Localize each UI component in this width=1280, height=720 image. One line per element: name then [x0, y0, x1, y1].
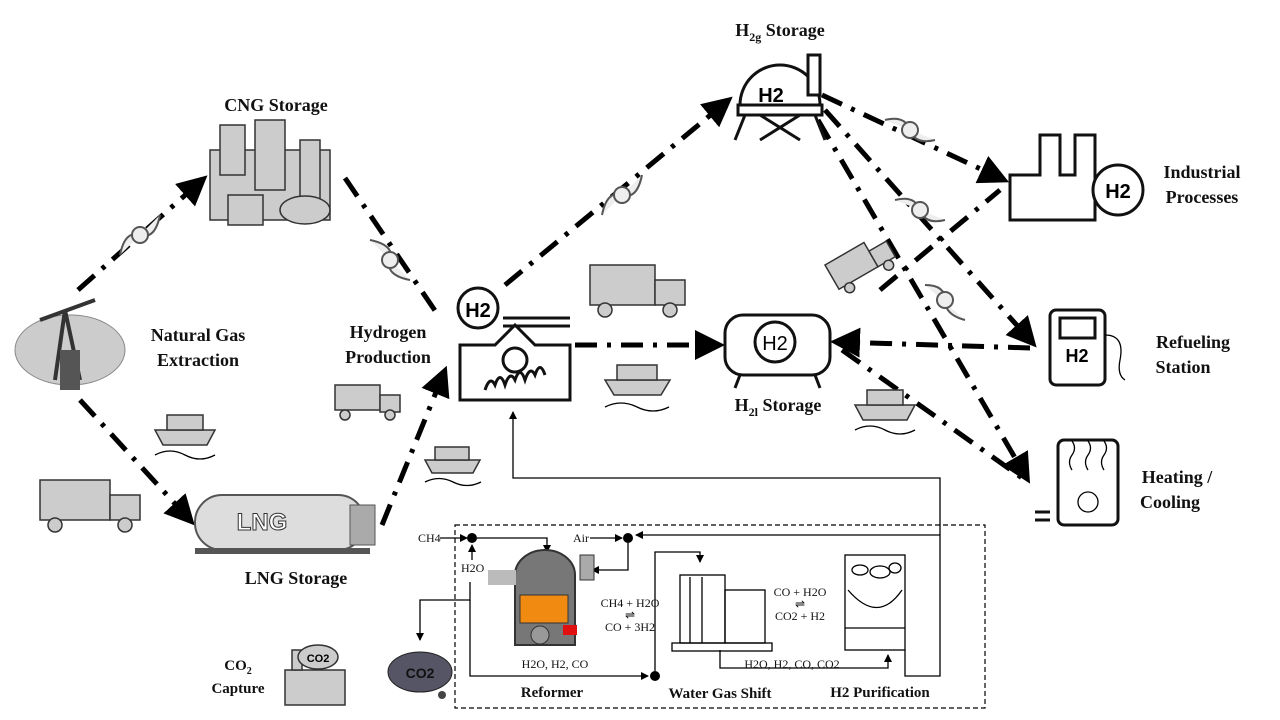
water-gas-shift-icon: [671, 574, 773, 652]
ship-icons: [153, 364, 917, 487]
ship-icon: [153, 414, 217, 460]
heating-cooling-icon: [1035, 438, 1120, 527]
ship-icon: [603, 364, 672, 412]
truck-icon: [39, 479, 141, 533]
reformer-label: Reformer: [521, 685, 584, 701]
air-input-label: Air: [573, 531, 589, 545]
truck-icon: [823, 240, 897, 294]
ship-icon: [853, 389, 917, 435]
h2g-storage-icon: H2: [733, 53, 827, 142]
arrow-extraction-to-lng: [78, 398, 195, 526]
truck-icons: [39, 240, 897, 533]
reformer-reaction-reactants: CH4 + H2O: [601, 596, 660, 610]
arrow-h2l-to-industrial: [878, 188, 1002, 292]
hydrogen-production-label-2: Production: [345, 347, 431, 367]
cng-storage-label: CNG Storage: [224, 95, 327, 115]
h2l-storage-icon: H2: [723, 313, 832, 389]
node-labels: H2g Storage CNG Storage Natural Gas Extr…: [151, 20, 1241, 697]
co2-capture-icon-label: CO2: [307, 653, 330, 665]
wgs-reaction-equilibrium: ⇌: [795, 597, 805, 611]
h2g-icon-label: H2: [758, 85, 784, 107]
reformer-icon: [488, 549, 595, 646]
refueling-label-1: Refueling: [1156, 332, 1230, 352]
arrow-cng-to-production: [342, 176, 443, 320]
ch4-input-label: CH4: [418, 531, 441, 545]
lng-tank-label: LNG: [237, 509, 288, 536]
hydrogen-production-label-1: Hydrogen: [350, 322, 427, 342]
co2-capture-factory-icon: CO2: [284, 644, 346, 706]
pipeline-icon: [884, 117, 936, 143]
h2l-storage-label: H2l Storage: [735, 395, 822, 419]
arrow-refueling-h2l: [830, 327, 1031, 358]
heating-label-2: Cooling: [1140, 492, 1200, 512]
cng-plant-icon: [209, 119, 331, 226]
hydrogen-production-icon: H2: [456, 286, 572, 402]
oil-pump-icon: [14, 298, 126, 390]
co2-capture-label-2: Capture: [211, 681, 264, 697]
industrial-factory-icon: H2: [1008, 133, 1145, 222]
refueling-pump-icon: H2: [1048, 308, 1126, 387]
purification-label: H2 Purification: [830, 685, 930, 701]
arrow-h2g-to-refueling: [823, 108, 1037, 348]
ship-icon: [423, 446, 482, 487]
wgs-reaction-products: CO2 + H2: [775, 609, 825, 623]
pipeline-icon: [369, 239, 411, 281]
lng-tank-icon: LNG: [194, 494, 376, 554]
pipeline-icon: [894, 197, 946, 223]
refueling-icon-label: H2: [1065, 346, 1088, 366]
flow-arrows: [76, 92, 1037, 526]
purification-vessel-icon: [844, 554, 906, 651]
h2g-storage-label: H2g Storage: [735, 20, 825, 44]
water-gas-shift-label: Water Gas Shift: [668, 686, 771, 702]
co2-cloud-label: CO2: [406, 665, 435, 681]
wgs-reaction-reactants: CO + H2O: [774, 585, 827, 599]
pipeline-icon: [601, 174, 643, 216]
production-h2-badge: H2: [465, 300, 491, 322]
industrial-label-2: Processes: [1166, 187, 1239, 207]
arrow-h2g-to-heating: [815, 118, 1031, 484]
h2o-input-label: H2O: [461, 561, 485, 575]
recycle-line: [509, 411, 941, 600]
reformer-reaction-equilibrium: ⇌: [625, 608, 635, 622]
truck-icon: [334, 384, 401, 421]
arrow-lng-to-production: [379, 365, 450, 526]
reformer-reaction-products: CO + 3H2: [605, 620, 655, 634]
industrial-label-1: Industrial: [1163, 162, 1240, 182]
pipeline-icons: [119, 117, 966, 321]
co2-cloud-icon: CO2: [387, 651, 453, 699]
natural-gas-label-2: Extraction: [157, 350, 239, 370]
h2l-icon-label: H2: [762, 333, 788, 355]
smr-process-box: CO2: [387, 524, 986, 709]
wgs-output-label: H2O, H2, CO, CO2: [744, 657, 839, 671]
truck-icon: [589, 264, 686, 318]
lng-storage-label: LNG Storage: [245, 568, 348, 588]
arrow-h2l-to-heating: [840, 347, 1027, 483]
natural-gas-label-1: Natural Gas: [151, 325, 246, 345]
reformer-output-label: H2O, H2, CO: [522, 657, 589, 671]
industrial-icon-label: H2: [1105, 181, 1131, 203]
refueling-label-2: Station: [1155, 357, 1210, 377]
heating-label-1: Heating /: [1142, 467, 1213, 487]
pipeline-icon: [924, 284, 966, 321]
pipeline-icon: [119, 214, 161, 256]
co2-capture-label-1: CO2: [224, 658, 252, 677]
